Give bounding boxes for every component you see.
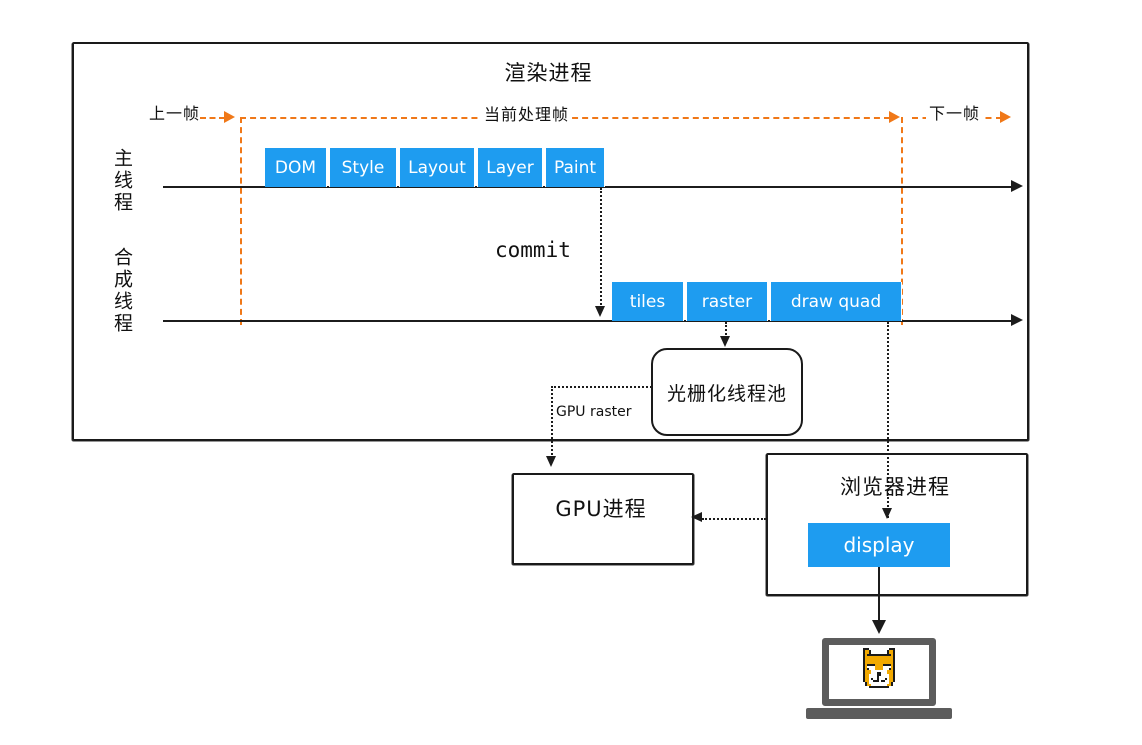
laptop-icon xyxy=(806,638,952,730)
frame-boundary-start xyxy=(240,117,242,325)
display-to-laptop-line xyxy=(878,567,880,625)
main-block-paint: Paint xyxy=(545,148,605,187)
commit-line xyxy=(600,188,602,308)
browser-to-gpu-line xyxy=(702,518,766,520)
render-process-title: 渲染进程 xyxy=(504,61,593,85)
browser-process-container xyxy=(766,453,1028,596)
frame-boundary-end xyxy=(901,117,903,325)
doge-face-icon xyxy=(863,648,895,688)
main-block-layout: Layout xyxy=(399,148,475,187)
frame-current-arrow-icon xyxy=(889,111,900,123)
frame-prev-arrow-icon xyxy=(224,111,235,123)
display-to-laptop-arrow-icon xyxy=(872,620,886,634)
thread-label-main: 主线程 xyxy=(111,148,133,214)
frame-label-next: 下一帧 xyxy=(926,100,984,124)
frame-label-current: 当前处理帧 xyxy=(481,101,573,125)
comp-block-draw-quad: draw quad xyxy=(770,282,902,321)
main-block-dom: DOM xyxy=(265,148,327,187)
frame-next-arrow-icon xyxy=(1000,111,1011,123)
drawquad-to-display-line xyxy=(887,322,889,518)
main-block-style: Style xyxy=(329,148,397,187)
gpu-raster-v-line xyxy=(551,386,553,458)
commit-label: commit xyxy=(495,238,571,262)
raster-to-pool-line xyxy=(725,322,727,338)
comp-block-tiles: tiles xyxy=(612,282,684,321)
laptop-screen xyxy=(822,638,936,706)
gpu-process-title: GPU进程 xyxy=(555,497,647,521)
main-block-layer: Layer xyxy=(477,148,543,187)
compositor-thread-axis xyxy=(163,320,1013,322)
commit-arrow-icon xyxy=(595,306,605,317)
raster-pool-box: 光栅化线程池 xyxy=(651,348,803,436)
gpu-raster-h-line xyxy=(551,386,652,388)
thread-label-compositor: 合成线程 xyxy=(111,247,133,335)
render-process-container xyxy=(72,42,1029,441)
gpu-raster-label: GPU raster xyxy=(556,404,632,420)
browser-to-gpu-arrow-icon xyxy=(691,512,702,522)
drawquad-to-display-arrow-icon xyxy=(882,508,892,519)
browser-process-title: 浏览器进程 xyxy=(840,475,950,499)
compositor-thread-arrow-icon xyxy=(1011,314,1023,326)
laptop-base xyxy=(806,708,952,719)
frame-prev-dash xyxy=(200,117,225,119)
raster-to-pool-arrow-icon xyxy=(720,336,730,347)
main-thread-arrow-icon xyxy=(1011,180,1023,192)
gpu-raster-arrow-icon xyxy=(546,456,556,467)
main-thread-axis xyxy=(163,186,1013,188)
display-block: display xyxy=(808,523,950,567)
frame-label-previous: 上一帧 xyxy=(146,100,204,124)
comp-block-raster: raster xyxy=(686,282,768,321)
